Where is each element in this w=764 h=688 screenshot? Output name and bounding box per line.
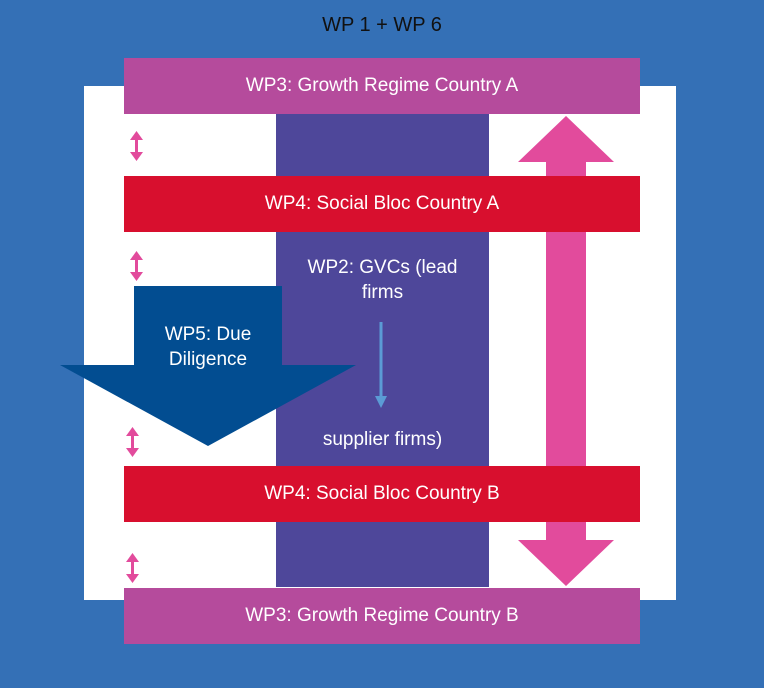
gvc-label-line1: WP2: GVCs (lead: [307, 257, 458, 278]
gvc-label-top: WP2: GVCs (lead firms: [276, 255, 489, 305]
due-diligence-label: WP5: Due Diligence: [134, 322, 282, 372]
due-diligence-line1: WP5: Due: [164, 324, 252, 345]
gvc-label-bottom: supplier firms): [322, 429, 443, 450]
band-social-bloc-a: WP4: Social Bloc Country A: [124, 176, 640, 232]
diagram-title: WP 1 + WP 6: [322, 14, 442, 36]
flow-arrow: [375, 322, 387, 408]
band-growth-regime-b: WP3: Growth Regime Country B: [124, 588, 640, 644]
band-growth-regime-a: WP3: Growth Regime Country A: [124, 58, 640, 114]
small-double-arrow-1: [130, 131, 143, 161]
small-double-arrow-3: [126, 427, 139, 457]
band-social-bloc-b: WP4: Social Bloc Country B: [124, 466, 640, 522]
due-diligence-line2: Diligence: [168, 349, 248, 370]
small-double-arrow-4: [126, 553, 139, 583]
due-diligence-arrow: [60, 286, 356, 446]
big-double-arrow-shape: [518, 116, 614, 586]
small-double-arrow-2: [130, 251, 143, 281]
gvc-label-line2: firms: [361, 282, 404, 303]
